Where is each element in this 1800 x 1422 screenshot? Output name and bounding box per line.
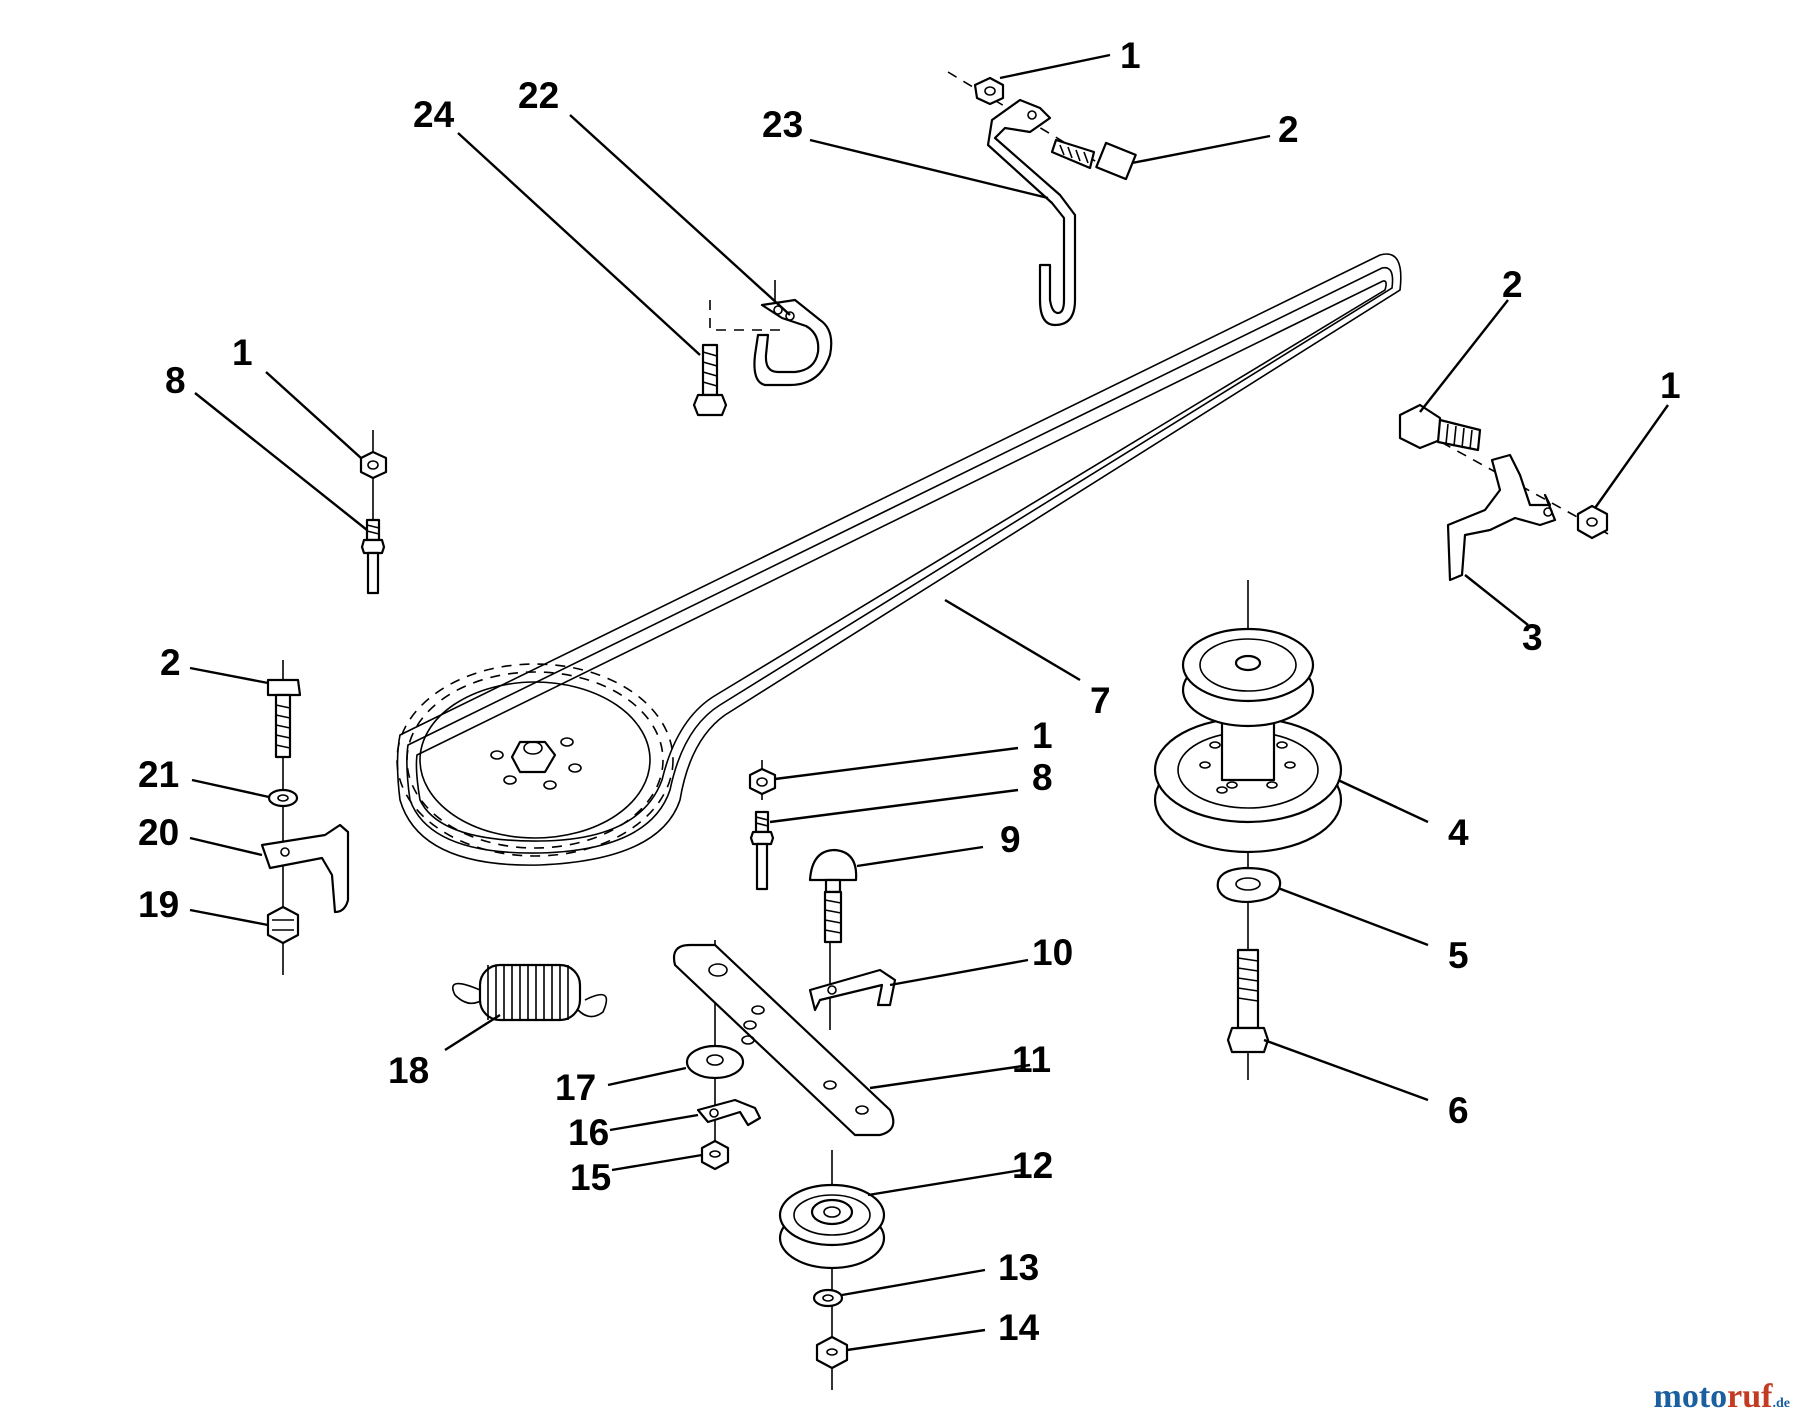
bolt-top-right: [1050, 138, 1137, 181]
double-pulley: [1153, 580, 1343, 1080]
callout-19: 19: [138, 884, 179, 925]
belt-guide-bracket-right: [1398, 403, 1611, 582]
callout-22: 22: [518, 75, 559, 116]
lock-washer: [1216, 866, 1282, 904]
callout-15: 15: [570, 1157, 611, 1198]
belt-guide-bracket-small: [692, 280, 833, 417]
callout-12: 12: [1012, 1145, 1053, 1186]
callout-24: 24: [413, 94, 455, 135]
callout-2: 2: [160, 642, 181, 683]
callout-14: 14: [998, 1307, 1040, 1348]
callout-1: 1: [1032, 715, 1053, 756]
callout-16: 16: [568, 1112, 609, 1153]
pulley-bolt: [1226, 948, 1270, 1054]
callout-8: 8: [1032, 757, 1053, 798]
stud-assembly-left: [359, 430, 388, 595]
callout-21: 21: [138, 754, 179, 795]
idler-pulley: [778, 1150, 886, 1390]
callout-1: 1: [1660, 365, 1681, 406]
leader-lines: [189, 53, 1669, 1352]
callout-7: 7: [1090, 680, 1111, 721]
callout-1: 1: [1120, 35, 1141, 76]
callout-4: 4: [1448, 812, 1469, 853]
clip-16: [696, 1098, 762, 1127]
washer-13: [812, 1288, 844, 1308]
extension-spring: [452, 963, 608, 1022]
callout-3: 3: [1522, 617, 1543, 658]
spacer-17: [685, 1044, 745, 1080]
callout-2: 2: [1502, 264, 1523, 305]
nut-14: [815, 1335, 849, 1370]
callout-10: 10: [1032, 932, 1073, 973]
callout-20: 20: [138, 812, 179, 853]
callout-17: 17: [555, 1067, 596, 1108]
stud-assembly-center: [748, 760, 777, 891]
callout-5: 5: [1448, 935, 1469, 976]
drive-belt: [396, 253, 1402, 866]
callout-23: 23: [762, 104, 803, 145]
callout-18: 18: [388, 1050, 429, 1091]
callout-8: 8: [165, 360, 186, 401]
callout-1: 1: [232, 332, 253, 373]
callout-13: 13: [998, 1247, 1039, 1288]
callout-6: 6: [1448, 1090, 1469, 1131]
callout-9: 9: [1000, 819, 1021, 860]
screw-24: [692, 343, 728, 417]
engine-pulley: [419, 681, 651, 839]
spring-bracket: [808, 968, 897, 1012]
callout-labels: 1 2 23 22 24 2 1 3 1 8 7 2 21 20 19 1 8 …: [138, 35, 1681, 1348]
callout-2: 2: [1278, 109, 1299, 150]
belt-guide-hook-top: [947, 71, 1137, 327]
carriage-bolt: [808, 848, 858, 1030]
watermark-logo: motoruf.de: [1653, 1378, 1790, 1415]
callout-11: 11: [1012, 1039, 1051, 1080]
nut-15: [700, 1139, 730, 1171]
idler-bracket-assembly-left: [260, 660, 350, 975]
